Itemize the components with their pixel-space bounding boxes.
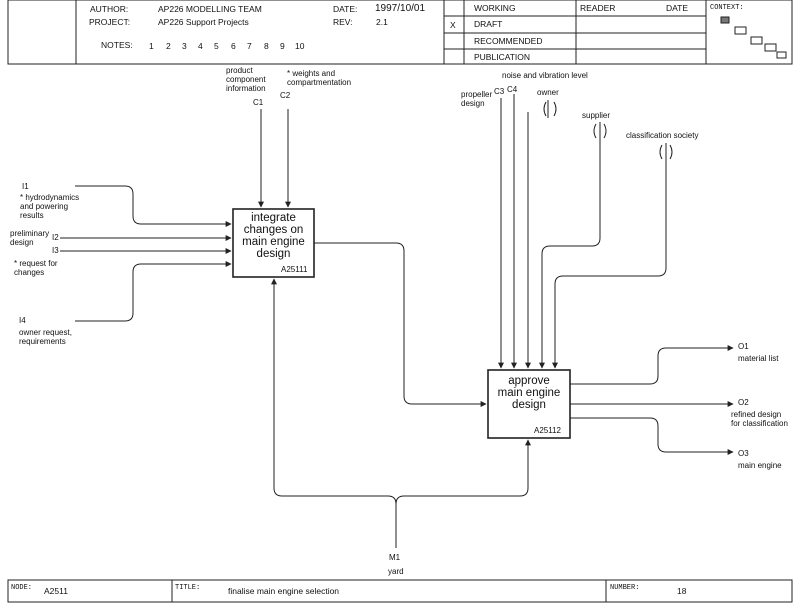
number-label: NUMBER: (610, 584, 640, 592)
label-classification-society: classification society (626, 131, 699, 140)
label-o1-text: material list (738, 354, 779, 363)
author-label: AUTHOR: (90, 4, 129, 14)
number-value: 18 (677, 586, 687, 596)
tunnel-marker (603, 123, 607, 139)
note-number[interactable]: 9 (280, 41, 285, 51)
label-i1-text: * hydrodynamics and powering results (20, 193, 80, 220)
context-box (734, 26, 747, 35)
label-i4-text: owner request, requirements (19, 328, 72, 346)
box-a25111-number: A25111 (281, 265, 308, 274)
box-a25112-title: approve main engine design (497, 375, 561, 411)
label-c3-text: propeller design (461, 90, 493, 108)
tunnel-marker (593, 123, 597, 139)
note-number[interactable]: 6 (231, 41, 236, 51)
node-value: A2511 (44, 586, 68, 596)
tunnel-marker (669, 144, 673, 160)
status-publication[interactable]: PUBLICATION (474, 52, 531, 62)
label-o3-text: main engine (738, 461, 782, 470)
label-c2-text: * weights and compartmentation (287, 69, 352, 87)
label-c2-code: C2 (280, 91, 291, 100)
title-label: TITLE: (175, 584, 201, 592)
note-number[interactable]: 7 (247, 41, 252, 51)
label-i3-text: * request for changes (14, 259, 58, 277)
header-frame (7, 0, 793, 65)
label-c3-code: C3 (494, 87, 505, 96)
label-o2-code: O2 (738, 398, 749, 407)
label-owner: owner (537, 88, 559, 97)
note-number[interactable]: 2 (166, 41, 171, 51)
label-o2-text: refined design for classification (731, 410, 788, 428)
note-number[interactable]: 4 (198, 41, 203, 51)
node-label: NODE: (11, 584, 33, 592)
label-o1-code: O1 (738, 342, 749, 351)
label-o3-code: O3 (738, 449, 749, 458)
label-i2-code: I2 (52, 233, 59, 242)
label-i4-code: I4 (19, 316, 26, 325)
tunnel-marker (543, 101, 547, 117)
arrow-box1-to-box2[interactable] (314, 242, 487, 407)
label-i3-code: I3 (52, 246, 59, 255)
notes-label: NOTES: (101, 40, 133, 50)
box-a25112-number: A25112 (534, 426, 561, 435)
arrow-m1-box2[interactable] (395, 439, 531, 505)
arrow-m1-box1[interactable] (271, 278, 397, 548)
project-value: AP226 Support Projects (158, 17, 249, 27)
author-value: AP226 MODELLING TEAM (158, 4, 262, 14)
note-number[interactable]: 3 (182, 41, 187, 51)
context-box (764, 43, 777, 52)
label-m1-code: M1 (389, 553, 401, 562)
label-c4-text: noise and vibration level (502, 71, 588, 80)
tunnel-marker (553, 101, 557, 117)
reader-date-label: DATE (666, 3, 689, 13)
footer-frame (7, 579, 793, 603)
project-label: PROJECT: (89, 17, 131, 27)
diagram-title: finalise main engine selection (228, 586, 340, 596)
rev-value: 2.1 (376, 17, 388, 27)
rev-label: REV: (333, 17, 353, 27)
arrow-o1[interactable] (570, 345, 734, 385)
note-number[interactable]: 10 (295, 41, 305, 51)
arrow-classification-society[interactable] (552, 158, 667, 369)
label-c1-code: C1 (253, 98, 264, 107)
reader-label: READER (580, 3, 616, 13)
note-number[interactable]: 1 (149, 41, 154, 51)
label-i1-code: I1 (22, 182, 29, 191)
date-value: 1997/10/01 (375, 3, 426, 14)
context-box (750, 36, 763, 45)
arrow-supplier[interactable] (539, 138, 601, 369)
label-c1-text: product component information (226, 66, 266, 93)
date-label: DATE: (333, 4, 358, 14)
status-working[interactable]: WORKING (474, 3, 516, 13)
label-i2-text: preliminary design (10, 229, 50, 247)
tunnel-marker (659, 144, 663, 160)
note-number[interactable]: 8 (264, 41, 269, 51)
label-m1-text: yard (388, 567, 404, 576)
label-c4-code: C4 (507, 85, 518, 94)
label-supplier: supplier (582, 111, 611, 120)
arrow-o3[interactable] (570, 417, 734, 455)
status-draft[interactable]: DRAFT (474, 19, 503, 29)
context-box (776, 51, 787, 59)
box-a25111-title: integrate changes on main engine design (242, 212, 305, 260)
arrow-i1[interactable] (75, 185, 232, 227)
context-box-active (720, 16, 730, 24)
note-number[interactable]: 5 (214, 41, 219, 51)
context-label: CONTEXT: (710, 4, 744, 12)
arrow-i4[interactable] (75, 261, 232, 322)
status-recommended[interactable]: RECOMMENDED (474, 36, 543, 46)
status-mark: X (450, 20, 456, 30)
